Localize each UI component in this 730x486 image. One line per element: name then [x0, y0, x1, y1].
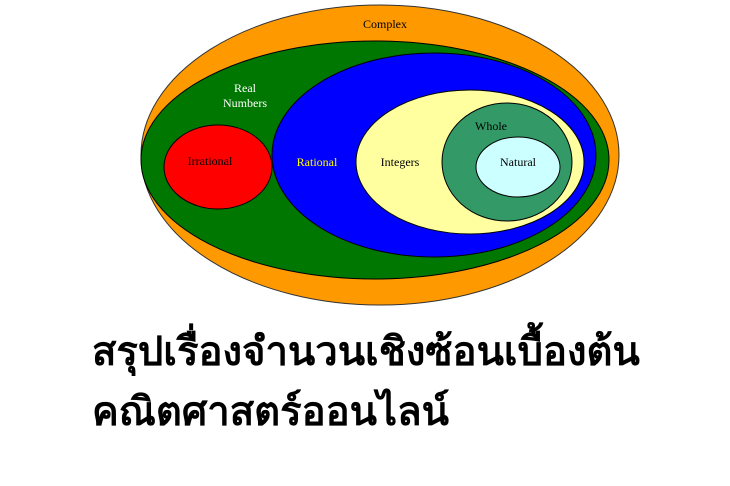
real-numbers-label-line2: Numbers	[223, 96, 267, 110]
whole-label: Whole	[475, 119, 507, 133]
rational-label: Rational	[296, 155, 338, 169]
irrational-label: Irrational	[187, 154, 233, 168]
natural-label: Natural	[500, 155, 536, 169]
venn-ellipses	[140, 4, 620, 306]
integers-label: Integers	[380, 155, 420, 169]
irrational-set-ellipse	[163, 124, 273, 210]
real-numbers-label: Real Numbers	[215, 81, 275, 111]
natural-set-ellipse	[475, 136, 561, 198]
real-numbers-label-line1: Real	[234, 81, 256, 95]
headline-line1: สรุปเรื่องจำนวนเชิงซ้อนเบื้องต้น	[92, 329, 640, 375]
complex-label: Complex	[363, 17, 407, 31]
number-sets-diagram: Complex Real Numbers Irrational Rational…	[140, 4, 620, 306]
headline-line2: คณิตศาสตร์ออนไลน์	[92, 389, 449, 435]
headline: สรุปเรื่องจำนวนเชิงซ้อนเบื้องต้น คณิตศาส…	[92, 322, 640, 442]
